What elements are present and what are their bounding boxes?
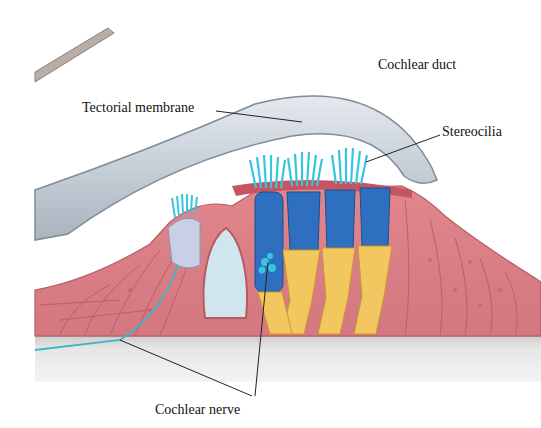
- outer-hair-cells: [255, 188, 392, 334]
- background: [35, 20, 541, 340]
- leader-lines: [120, 111, 440, 396]
- part-label: Cochlear duct: [378, 57, 456, 73]
- tunnel-of-corti: [204, 228, 247, 318]
- reissner-membrane: [35, 28, 114, 82]
- supporting-tissue: [35, 186, 541, 336]
- part-label: Cochlear nerve: [155, 402, 240, 418]
- tectorial-membrane: [35, 96, 437, 240]
- outer-stereocilia: [250, 148, 367, 188]
- nerve-fiber: [35, 265, 178, 350]
- inner-hair-cell: [168, 218, 200, 268]
- part-label: Stereocilia: [442, 124, 502, 140]
- inner-stereocilia: [172, 194, 197, 218]
- part-label: Tectorial membrane: [82, 100, 194, 116]
